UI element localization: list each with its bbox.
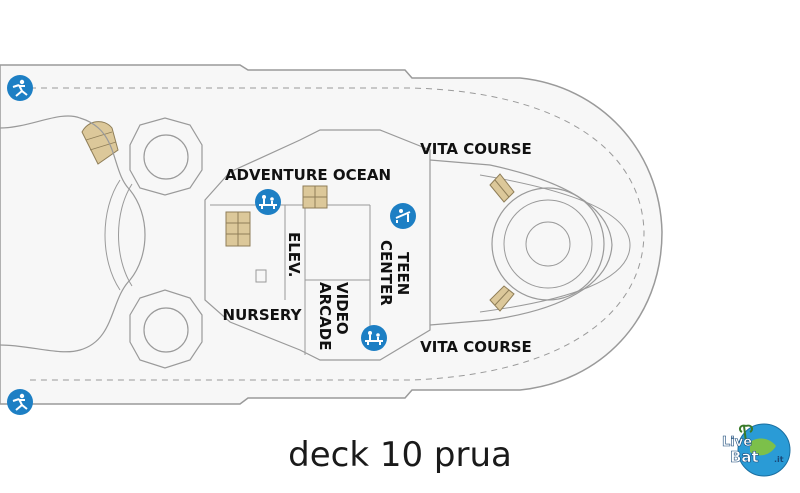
teen-icon	[390, 203, 416, 229]
jogging-icon	[7, 389, 33, 415]
service-box	[255, 269, 267, 283]
whirlpool-ring-lower	[129, 289, 203, 369]
logo-boat: Bat	[730, 448, 759, 466]
label-center: CENTER	[377, 240, 395, 306]
stairs-bow-bottom	[489, 285, 515, 312]
label-arcade: ARCADE	[316, 282, 334, 350]
stairs-central-left	[225, 211, 251, 247]
bow-amphitheater-outer	[491, 187, 605, 301]
bow-amphitheater-mid	[503, 199, 593, 289]
left-arc-seating	[104, 179, 121, 291]
deck-caption: deck 10 prua	[288, 435, 512, 475]
logo-live: Live	[722, 435, 752, 450]
label-nursery: NURSERY	[223, 306, 303, 324]
logo-suffix: .it	[774, 455, 784, 464]
whirlpool-upper	[143, 134, 189, 180]
stairs-bow-top	[489, 173, 515, 203]
whirlpool-lower	[143, 307, 189, 353]
label-vita-course-bottom: VITA COURSE	[420, 338, 532, 356]
label-elev: ELEV.	[285, 232, 303, 277]
side-curve-left	[0, 115, 146, 353]
liveboat-logo: Live Bat .it	[722, 423, 791, 477]
whirlpool-ring-upper	[129, 117, 203, 196]
label-video: VIDEO	[333, 282, 351, 335]
bow-structure	[429, 159, 613, 326]
hull-outline	[0, 64, 663, 405]
label-teen: TEEN	[394, 252, 412, 295]
jogging-icon	[7, 75, 33, 101]
label-adventure-ocean: ADVENTURE OCEAN	[225, 166, 391, 184]
family-icon	[255, 189, 281, 215]
kids-icon	[361, 325, 387, 351]
label-vita-course-top: VITA COURSE	[420, 140, 532, 158]
bow-outer-curve	[479, 174, 631, 313]
upper-left-stair	[81, 121, 119, 165]
bow-amphitheater-center	[525, 221, 571, 267]
adventure-ocean-building	[204, 129, 431, 361]
stairs-central-top	[302, 185, 328, 209]
jogging-track	[30, 87, 645, 381]
